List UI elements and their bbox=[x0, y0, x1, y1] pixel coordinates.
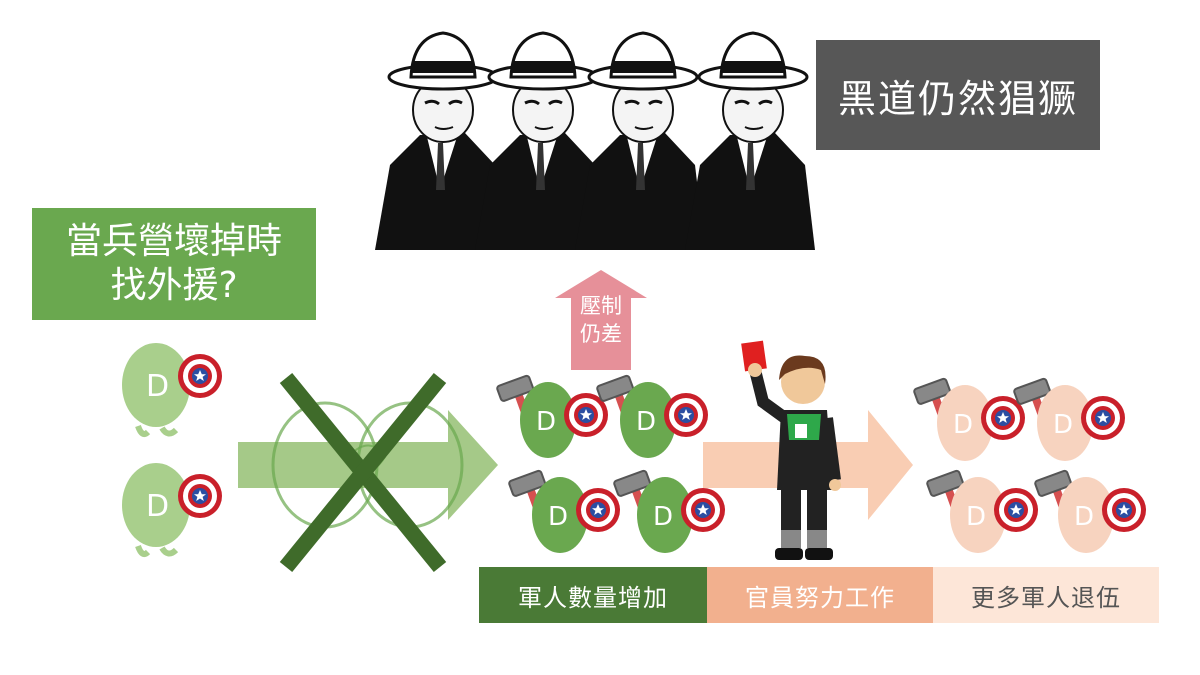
svg-text:D: D bbox=[146, 369, 169, 404]
svg-text:D: D bbox=[548, 502, 568, 532]
armed-soldier-1: D bbox=[495, 374, 608, 458]
armed-soldier-3: D bbox=[507, 469, 620, 553]
gangsters-illustration bbox=[375, 31, 817, 252]
svg-text:D: D bbox=[146, 489, 169, 524]
bar-soldiers-increase-label: 軍人數量增加 bbox=[518, 583, 668, 612]
retired-soldier-1: D bbox=[912, 377, 1025, 461]
suppress-line-1: 壓制 bbox=[580, 294, 622, 318]
gangster-label: 黑道仍然猖獗 bbox=[837, 76, 1078, 121]
svg-text:D: D bbox=[966, 502, 986, 532]
question-line-1: 當兵營壞掉時 bbox=[65, 221, 282, 262]
bar-more-retire: 更多軍人退伍 bbox=[933, 567, 1159, 623]
gangster-label-box: 黑道仍然猖獗 bbox=[816, 40, 1100, 150]
bar-more-retire-label: 更多軍人退伍 bbox=[971, 583, 1121, 612]
suppress-line-2: 仍差 bbox=[580, 322, 622, 346]
cross-mark bbox=[279, 372, 447, 573]
question-line-2: 找外援? bbox=[110, 265, 238, 306]
svg-text:D: D bbox=[953, 410, 973, 440]
up-arrow-text: 壓制 仍差 bbox=[555, 292, 647, 348]
question-label-box: 當兵營壞掉時 找外援? bbox=[32, 208, 316, 320]
bar-officials-work-label: 官員努力工作 bbox=[745, 583, 895, 612]
armed-soldier-2: D bbox=[595, 374, 708, 458]
armed-soldier-4: D bbox=[612, 469, 725, 553]
svg-text:D: D bbox=[1053, 410, 1073, 440]
svg-text:D: D bbox=[536, 407, 556, 437]
svg-text:D: D bbox=[653, 502, 673, 532]
retired-soldier-4: D bbox=[1033, 469, 1146, 553]
svg-text:D: D bbox=[1074, 502, 1094, 532]
bar-officials-work: 官員努力工作 bbox=[707, 567, 933, 623]
retired-soldier-2: D bbox=[1012, 377, 1125, 461]
up-arrow bbox=[555, 270, 647, 370]
retired-soldier-3: D bbox=[925, 469, 1038, 553]
referee-figure bbox=[741, 340, 841, 560]
soldier-figure-left-bottom: D bbox=[122, 463, 222, 557]
svg-text:D: D bbox=[636, 407, 656, 437]
bar-soldiers-increase: 軍人數量增加 bbox=[479, 567, 707, 623]
soldier-figure-left-top: D bbox=[122, 343, 222, 437]
